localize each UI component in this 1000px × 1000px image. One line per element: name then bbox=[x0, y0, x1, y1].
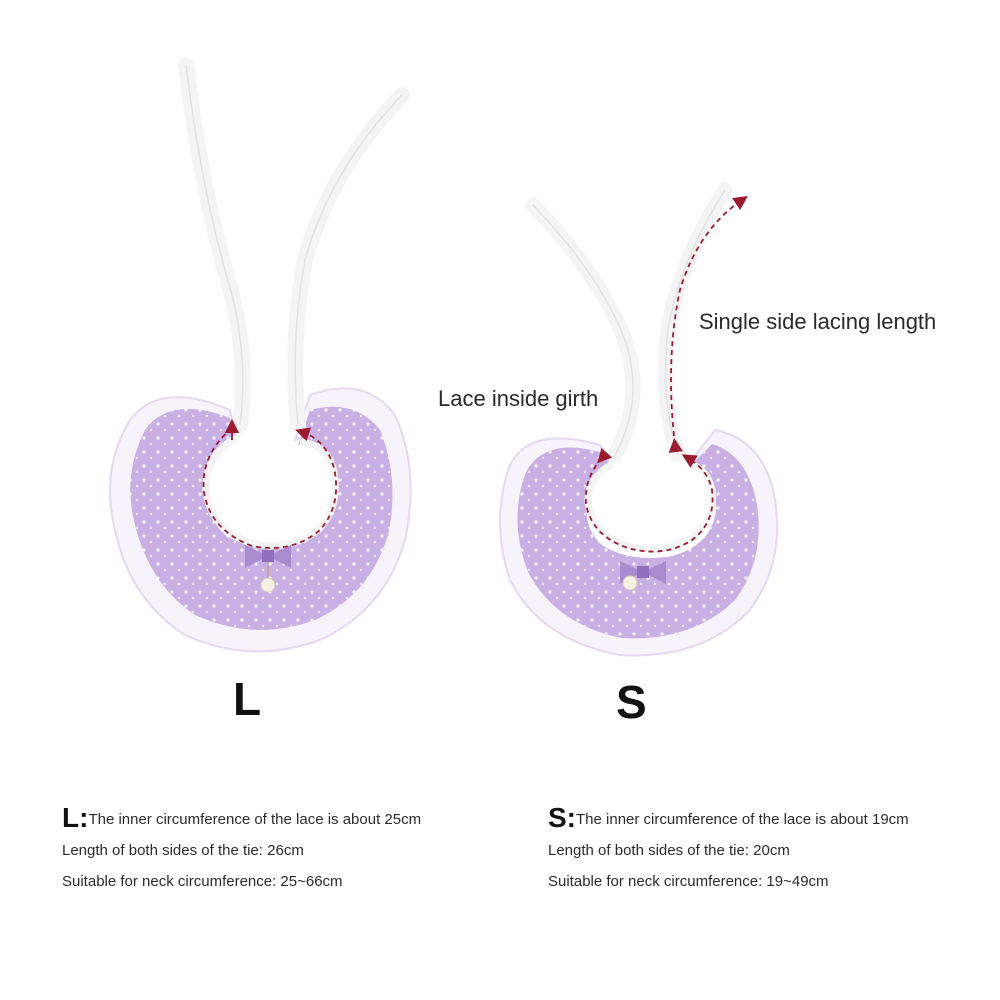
collar-l-neck-band bbox=[202, 434, 339, 550]
spec-l-line-1: L:The inner circumference of the lace is… bbox=[62, 802, 422, 833]
collar-s-bow bbox=[620, 561, 666, 591]
size-label-l: L bbox=[233, 673, 262, 725]
collar-s-girth-arrow bbox=[584, 447, 714, 553]
spec-s-prefix: S: bbox=[548, 802, 576, 833]
spec-block-l: L:The inner circumference of the lace is… bbox=[62, 802, 422, 892]
collar-l-ribbon-left bbox=[178, 57, 251, 433]
size-label-s: S bbox=[616, 676, 647, 728]
collar-l bbox=[109, 57, 412, 653]
spec-block-s: S:The inner circumference of the lace is… bbox=[548, 802, 909, 892]
lacing-length-arrow bbox=[668, 195, 748, 453]
lace-inside-girth-label: Lace inside girth bbox=[438, 386, 599, 411]
single-side-lacing-label: Single side lacing length bbox=[699, 309, 937, 334]
collar-l-bow bbox=[245, 545, 291, 593]
collar-s-neck-band bbox=[584, 460, 717, 553]
collar-s-ribbon-left bbox=[525, 197, 641, 463]
collar-s bbox=[499, 182, 779, 657]
spec-s-line-1: S:The inner circumference of the lace is… bbox=[548, 802, 909, 833]
spec-s-line-3: Suitable for neck circumference: 19~49cm bbox=[548, 873, 829, 890]
spec-l-line-2: Length of both sides of the tie: 26cm bbox=[62, 842, 304, 859]
collar-l-ribbon-right bbox=[287, 87, 410, 433]
spec-l-line-3: Suitable for neck circumference: 25~66cm bbox=[62, 873, 343, 890]
spec-s-line-2: Length of both sides of the tie: 20cm bbox=[548, 842, 790, 859]
collar-l-girth-arrow bbox=[202, 427, 337, 549]
spec-l-prefix: L: bbox=[62, 802, 89, 833]
